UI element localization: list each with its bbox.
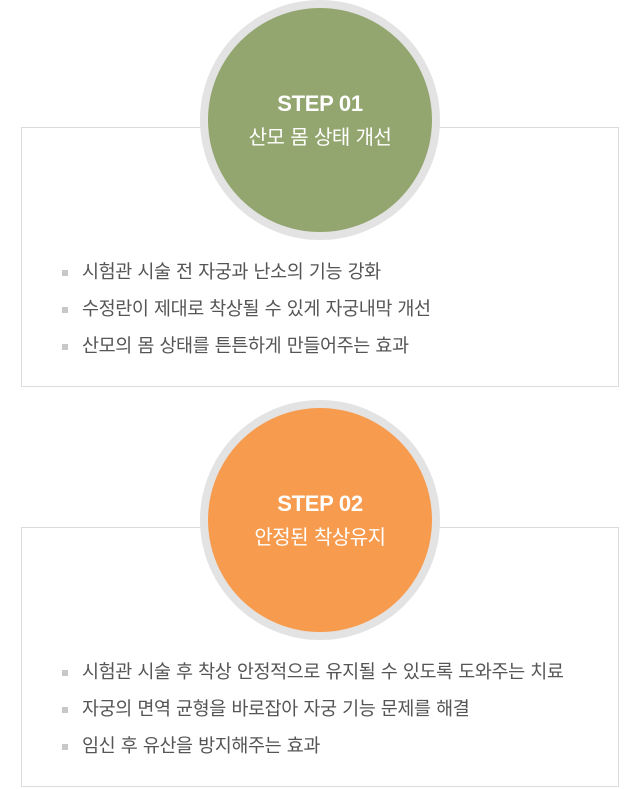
square-bullet-icon (62, 307, 68, 313)
step-title: 안정된 착상유지 (254, 525, 386, 549)
list-item-text: 수정란이 제대로 착상될 수 있게 자궁내막 개선 (82, 299, 431, 320)
list-item: 수정란이 제대로 착상될 수 있게 자궁내막 개선 (62, 296, 431, 333)
list-item-text: 임신 후 유산을 방지해주는 효과 (82, 736, 320, 757)
square-bullet-icon (62, 707, 68, 713)
list-item: 시험관 시술 전 자궁과 난소의 기능 강화 (62, 259, 431, 296)
list-item-text: 시험관 시술 전 자궁과 난소의 기능 강화 (82, 262, 381, 283)
step-02-section: 시험관 시술 후 착상 안정적으로 유지될 수 있도록 도와주는 치료 자궁의 … (0, 400, 640, 789)
list-item: 산모의 몸 상태를 튼튼하게 만들어주는 효과 (62, 333, 431, 370)
list-item-text: 시험관 시술 후 착상 안정적으로 유지될 수 있도록 도와주는 치료 (82, 662, 564, 683)
list-item: 시험관 시술 후 착상 안정적으로 유지될 수 있도록 도와주는 치료 (62, 659, 564, 696)
list-item: 자궁의 면역 균형을 바로잡아 자궁 기능 문제를 해결 (62, 696, 563, 733)
step-01-section: 시험관 시술 전 자궁과 난소의 기능 강화 수정란이 제대로 착상될 수 있게… (21, 0, 619, 387)
list-item: 임신 후 유산을 방지해주는 효과 (62, 733, 563, 770)
step-title: 산모 몸 상태 개선 (248, 125, 392, 149)
list-item-text: 자궁의 면역 균형을 바로잡아 자궁 기능 문제를 해결 (82, 699, 470, 720)
square-bullet-icon (62, 670, 68, 676)
step-01-list: 시험관 시술 전 자궁과 난소의 기능 강화 수정란이 제대로 착상될 수 있게… (62, 259, 431, 370)
step-01-circle: STEP 01 산모 몸 상태 개선 (208, 8, 432, 232)
square-bullet-icon (62, 270, 68, 276)
step-label: STEP 02 (277, 491, 363, 516)
square-bullet-icon (62, 344, 68, 350)
list-item-text: 산모의 몸 상태를 튼튼하게 만들어주는 효과 (82, 336, 409, 357)
step-02-circle: STEP 02 안정된 착상유지 (208, 408, 432, 632)
step-label: STEP 01 (277, 91, 363, 116)
step-02-circle-ring: STEP 02 안정된 착상유지 (200, 400, 440, 640)
step-02-list: 시험관 시술 후 착상 안정적으로 유지될 수 있도록 도와주는 치료 자궁의 … (62, 659, 564, 770)
step-01-circle-ring: STEP 01 산모 몸 상태 개선 (200, 0, 440, 240)
square-bullet-icon (62, 744, 68, 750)
